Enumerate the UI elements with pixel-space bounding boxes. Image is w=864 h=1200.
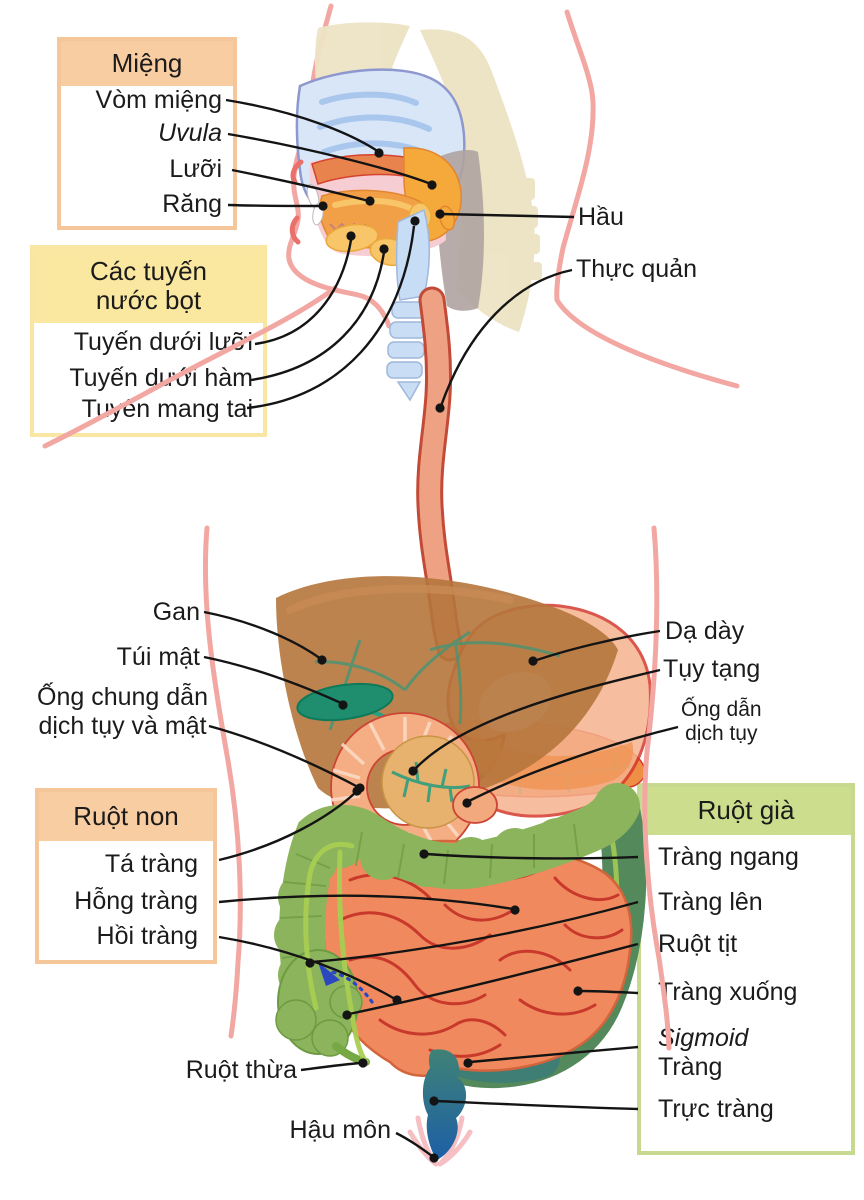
label-jejunum: Hỗng tràng: [74, 887, 198, 915]
small-intestine-shape: [322, 839, 633, 1077]
colon-vessels: [303, 842, 369, 1065]
descending-colon-shape: [426, 784, 647, 1089]
duodenum-striations: [330, 717, 474, 861]
label-pharynx: Hầu: [578, 203, 624, 231]
anus-flares: [407, 1115, 473, 1167]
label-sublingual-gland: Tuyến dưới lưỡi: [73, 328, 253, 356]
colon-haustra-lines: [279, 823, 579, 959]
salivary-legend-title-line1: Các tuyến: [89, 255, 208, 286]
label-sigmoid-line1: Sigmoid: [658, 1024, 749, 1052]
pancreatic-duct-tree: [414, 751, 631, 794]
skull-bone-shapes: [314, 22, 542, 332]
duodenum-shape: [330, 712, 480, 862]
body-outline-torso: [202, 525, 672, 1051]
liver-highlight: [286, 584, 514, 614]
hard-palate-shape: [311, 154, 443, 188]
front-teeth-shapes: [306, 183, 324, 226]
label-duodenum: Tá tràng: [104, 850, 198, 878]
label-descending-colon: Tràng xuống: [658, 978, 798, 1006]
gallbladder-shape: [296, 682, 394, 722]
tongue-shape: [319, 189, 429, 249]
label-transverse-colon: Tràng ngang: [658, 843, 799, 871]
colon-haustra-bumps: [274, 806, 615, 999]
small-intestine-legend-header: Ruột non: [39, 792, 213, 841]
label-anus: Hậu môn: [289, 1116, 391, 1144]
tongue-highlight: [332, 197, 417, 213]
mouth-legend-box: Miệng: [57, 37, 237, 230]
mouth-legend-header: Miệng: [61, 41, 233, 86]
label-rectum: Trực tràng: [658, 1095, 774, 1123]
liver-vessels: [314, 630, 561, 731]
label-pancreatic-duct-line2: dịch tụy: [685, 721, 758, 745]
label-pancreatic-duct-line1: Ống dẫn: [681, 698, 762, 721]
appendix-shape: [332, 1042, 370, 1066]
cecum-bumps: [275, 985, 363, 1057]
esophagus-shape: [416, 286, 464, 662]
label-palate: Vòm miệng: [95, 86, 222, 114]
label-appendix: Ruột thừa: [185, 1056, 297, 1084]
stomach-shape: [446, 603, 652, 818]
stomach-inner-band: [470, 732, 634, 790]
large-intestine-legend-box: Ruột già: [637, 783, 855, 1155]
ileocecal-flow-arrow: [318, 962, 374, 1004]
label-sigmoid-colon: Sigmoid Tràng: [658, 1024, 748, 1081]
label-stomach: Dạ dày: [665, 617, 745, 645]
label-uvula: Uvula: [158, 119, 222, 147]
mouth-cavity-shape: [309, 158, 446, 256]
uvula-shape: [438, 205, 456, 231]
label-esophagus: Thực quản: [576, 255, 697, 283]
label-common-bile-duct: Ống chung dẫn dịch tụy và mật: [37, 683, 208, 740]
pancreas-head-shape: [381, 735, 475, 829]
label-pancreatic-duct: Ống dẫn dịch tụy: [681, 698, 762, 746]
liver-shape: [276, 576, 618, 809]
pancreas-head-ducts: [391, 761, 471, 803]
rectum-shape: [422, 1049, 467, 1160]
colon-frame-shape: [279, 783, 640, 1037]
small-intestine-folds: [338, 858, 624, 1058]
label-ascending-colon: Tràng lên: [658, 888, 763, 916]
small-intestine-legend-title: Ruột non: [73, 800, 179, 831]
label-gallbladder: Túi mật: [116, 643, 200, 671]
label-cecum: Ruột tịt: [658, 930, 738, 958]
large-intestine-legend-header: Ruột già: [641, 787, 851, 835]
descending-colon-vessel: [595, 835, 620, 1005]
label-pancreas: Tụy tạng: [663, 655, 761, 683]
label-tongue: Lưỡi: [169, 155, 222, 183]
mouth-legend-title: Miệng: [111, 47, 183, 78]
salivary-glands-shapes: [325, 202, 432, 267]
bile-duct: [371, 709, 423, 789]
laryngopharynx-shape: [395, 208, 430, 301]
large-intestine-legend-title: Ruột già: [697, 795, 795, 826]
salivary-legend-title-line2: nước bọt: [95, 285, 202, 315]
soft-palate-shape: [403, 147, 462, 242]
label-liver: Gan: [152, 598, 200, 626]
omentum-highlight: [478, 671, 552, 733]
small-intestine-legend-box: Ruột non: [35, 788, 217, 964]
nasal-cavity-streaks: [317, 91, 442, 199]
nasal-cavity-shape: [295, 68, 466, 216]
label-teeth: Răng: [162, 190, 222, 218]
label-submandibular-gland: Tuyến dưới hàm: [69, 364, 253, 392]
duodenal-papilla-shape: [452, 786, 498, 824]
trachea-shape: [386, 301, 429, 402]
label-parotid-gland: Tuyến mang tai: [81, 395, 253, 423]
pancreas-shape: [394, 719, 646, 798]
lips-shapes: [289, 159, 304, 245]
label-sigmoid-line2: Tràng: [658, 1052, 723, 1081]
sigmoid-colon-shape: [430, 1032, 560, 1083]
label-common-bile-duct-line1: Ống chung dẫn: [37, 683, 208, 711]
leader-dots: [305, 148, 583, 1163]
cecum-shape: [277, 949, 359, 1055]
pharynx-shape: [435, 150, 484, 311]
teeth-row-zigzag: [329, 222, 367, 232]
label-ileum: Hồi tràng: [96, 922, 198, 950]
label-common-bile-duct-line2: dịch tụy và mật: [38, 711, 207, 740]
salivary-legend-header: Các tuyến nước bọt: [34, 249, 263, 323]
